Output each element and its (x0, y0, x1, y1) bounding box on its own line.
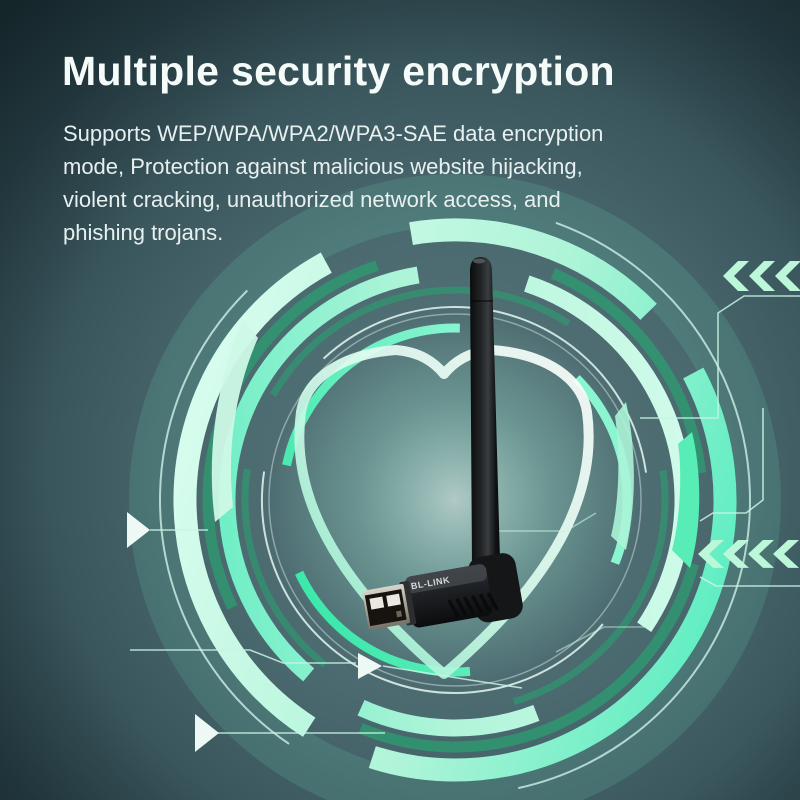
circuit-line (699, 408, 764, 522)
usb-pin (386, 593, 401, 607)
chevron-left-icon (775, 261, 800, 291)
usb-contact (396, 610, 403, 618)
usb-connector (362, 583, 410, 631)
pointer-triangles (127, 512, 382, 752)
circuit-line (555, 626, 650, 653)
antenna (470, 257, 501, 583)
page-description: Supports WEP/WPA/WPA2/WPA3-SAE data encr… (63, 121, 604, 245)
usb-pin (369, 596, 385, 610)
circuit-line (498, 512, 597, 532)
circuit-line (130, 649, 356, 664)
triangle-right-icon (127, 512, 150, 548)
ring-blade (211, 320, 258, 522)
page-title: Multiple security encryption (62, 48, 615, 94)
antenna-tip-highlight (473, 258, 485, 264)
hero-text-block: Multiple security encryption Supports WE… (62, 48, 662, 249)
chevron-group-top-right (723, 261, 800, 291)
circuit-line (699, 576, 800, 587)
triangle-right-icon (195, 714, 219, 752)
chevron-left-icon (723, 261, 749, 291)
adapter-vents (447, 592, 499, 618)
adapter-body-top (405, 564, 488, 594)
chevron-left-icon (749, 261, 775, 291)
circuit-decorations (130, 295, 800, 734)
triangle-right-icon (358, 653, 382, 679)
circuit-line (382, 665, 523, 689)
usb-wifi-adapter: BL-LINK (362, 257, 523, 631)
circuit-line (640, 295, 800, 419)
ring-blade (611, 402, 634, 550)
ring-blade (672, 432, 700, 568)
